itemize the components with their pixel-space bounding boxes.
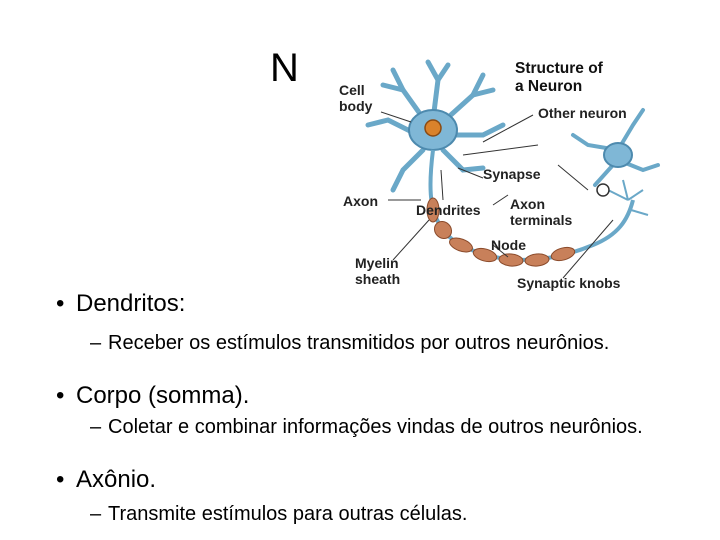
label-axon: Axon [343,193,378,209]
myelin-sheath-shape [426,197,576,267]
sub-bullet-text: Receber os estímulos transmitidos por ou… [108,332,610,354]
label-synaptic-knobs: Synaptic knobs [517,275,621,291]
label-other-neuron: Other neuron [538,105,627,121]
label-myelin-sheath: Myelin sheath [355,255,401,287]
sub-bullet-text: Coletar e combinar informações vindas de… [108,416,643,438]
label-node: Node [491,237,526,253]
bullet-text: Dendritos: [76,290,186,317]
neuron-illustration [365,59,660,279]
dash-icon: – [90,332,102,354]
nucleus-shape [424,119,442,137]
dash-icon: – [90,416,102,438]
label-synapse: Synapse [483,166,541,182]
bullet-icon: • [56,466,65,493]
label-cell-body: Cell body [339,82,373,114]
other-neuron-shape [603,142,633,168]
sub-bullet-item: – Transmite estímulos para outras célula… [90,503,650,525]
bullet-text: Corpo (somma). [76,382,250,409]
sub-bullet-item: – Receber os estímulos transmitidos por … [90,332,650,354]
dash-icon: – [90,503,102,525]
label-dendrites: Dendrites [416,202,481,218]
sub-bullet-text: Transmite estímulos para outras células. [108,503,468,525]
synapse-marker [596,183,610,197]
slide-title: N [270,46,299,90]
diagram-heading: Structure of a Neuron [515,60,603,95]
label-axon-terminals: Axon terminals [510,196,573,228]
bullet-icon: • [56,382,65,409]
sub-bullet-item: – Coletar e combinar informações vindas … [90,416,650,438]
bullet-icon: • [56,290,65,317]
neuron-diagram: Structure of a Neuron Cell body Other ne… [333,50,663,298]
bullet-text: Axônio. [76,466,157,493]
